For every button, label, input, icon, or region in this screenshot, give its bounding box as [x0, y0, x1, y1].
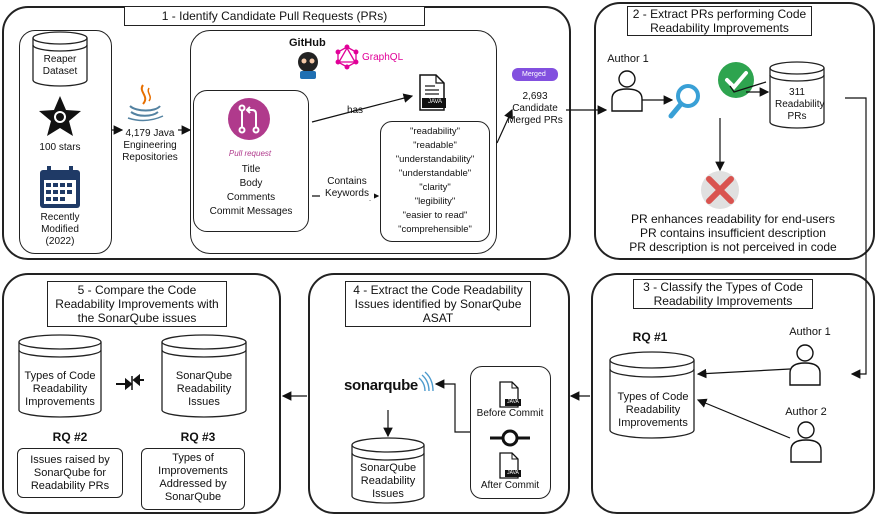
graphql-logo-text: GraphQL: [362, 52, 404, 63]
arrow-author1-to-rq1: [696, 368, 791, 379]
rq2-box: [17, 448, 123, 498]
stars-label: 100 stars: [39, 142, 81, 153]
exclusion-end-users: PR enhances readability for end-users: [630, 212, 836, 226]
star-icon: [39, 96, 81, 136]
arrow-author2-to-rq1: [696, 398, 791, 439]
after-commit-label: After Commit: [480, 480, 540, 491]
pr-field-title: Title: [241, 164, 261, 175]
readability-prs-cylinder: [769, 61, 825, 129]
github-logo-text: GitHub: [289, 37, 326, 49]
check-connector: [729, 81, 767, 93]
step5-title: 5 - Compare the Code Readability Improve…: [47, 281, 227, 327]
pr-field-body: Body: [239, 178, 263, 189]
calendar-icon: [40, 166, 80, 208]
has-label: has: [346, 105, 364, 116]
sonarqube-issues-label: SonarQube Readability Issues: [359, 462, 417, 500]
reaper-dataset-label: Reaper Dataset: [42, 54, 78, 77]
pr-field-comments: Comments: [226, 192, 276, 203]
cross-icon: [701, 171, 739, 209]
merged-badge-label: Merged: [522, 71, 546, 78]
keyword-comprehensible: "comprehensible": [398, 224, 472, 235]
arrow-step2-to-step3: [845, 97, 867, 379]
recently-modified-label: Recently Modified (2022): [40, 212, 80, 247]
step5-types-cylinder: [18, 334, 102, 418]
keyword-understandable: "understandable": [398, 168, 472, 179]
step1-title: 1 - Identify Candidate Pull Requests (PR…: [124, 6, 425, 26]
step3-title: 3 - Classify the Types of Code Readabili…: [633, 279, 813, 309]
after-file-java-label: JAVA: [507, 470, 519, 476]
step4-title-text: 4 - Extract the Code Readability Issues …: [353, 283, 523, 325]
before-commit-file-icon: [499, 381, 521, 408]
rq1-label: RQ #1: [632, 330, 668, 344]
keyword-clarity: "clarity": [419, 182, 451, 193]
search-icon: [668, 84, 700, 119]
pull-request-icon: [228, 98, 270, 140]
github-octocat-icon: [298, 52, 318, 79]
step3-author1-icon: [789, 344, 821, 386]
candidate-prs-label: 2,693 Candidate Merged PRs: [507, 91, 563, 126]
step5-sonarqube-cylinder: [161, 334, 247, 418]
keyword-easier-to-read: "easier to read": [402, 210, 468, 221]
step3-author2-icon: [790, 421, 822, 463]
keyword-legibility: "legibility": [414, 196, 456, 207]
keyword-readability: "readability": [409, 126, 461, 137]
java-icon: [127, 84, 164, 122]
step5-title-text: 5 - Compare the Code Readability Improve…: [55, 283, 219, 325]
rq2-label: RQ #2: [52, 430, 88, 444]
step3-author1-label: Author 1: [789, 326, 831, 338]
author1-person-icon: [611, 70, 643, 112]
exclusion-insufficient-description: PR contains insufficient description: [640, 226, 826, 240]
compare-arrows-icon: [116, 373, 144, 391]
step3-author2-label: Author 2: [785, 406, 827, 418]
before-commit-label: Before Commit: [476, 408, 544, 419]
sonarqube-logo-text: sonarqube: [344, 377, 418, 394]
pr-icon-caption: Pull request: [228, 149, 272, 158]
panel-step2: [594, 2, 875, 260]
author1-label: Author 1: [607, 53, 649, 65]
step2-title: 2 - Extract PRs performing Code Readabil…: [627, 6, 812, 36]
reaper-dataset-cylinder: [32, 31, 88, 87]
step4-title: 4 - Extract the Code Readability Issues …: [345, 281, 531, 327]
java-file-icon: [419, 74, 446, 111]
after-commit-file-icon: [499, 452, 521, 479]
rq1-cylinder-label: Types of Code Readability Improvements: [617, 391, 689, 429]
rq3-description: Types of Improvements Addressed by Sonar…: [158, 452, 228, 503]
rq2-description: Issues raised by SonarQube for Readabili…: [30, 454, 110, 492]
git-commit-icon: [490, 429, 530, 447]
keyword-understandability: "understandability": [395, 154, 475, 165]
merged-badge: [512, 68, 558, 81]
step5-types-label: Types of Code Readability Improvements: [24, 370, 96, 408]
sonarqube-issues-cylinder: [351, 437, 425, 504]
rq1-types-cylinder: [609, 351, 695, 439]
rq3-box: [141, 448, 245, 510]
step3-title-text: 3 - Classify the Types of Code Readabili…: [643, 280, 803, 308]
graphql-icon: [335, 44, 359, 70]
step2-title-text: 2 - Extract PRs performing Code Readabil…: [632, 7, 807, 35]
java-file-label: JAVA: [427, 99, 443, 105]
step1-title-text: 1 - Identify Candidate Pull Requests (PR…: [161, 9, 388, 23]
before-file-java-label: JAVA: [507, 399, 519, 405]
exclusion-not-in-code: PR description is not perceived in code: [629, 240, 837, 254]
readability-prs-label: 311 Readability PRs: [775, 87, 825, 122]
pr-field-commit-messages: Commit Messages: [209, 206, 293, 217]
keywords-box: [380, 121, 490, 242]
arrow-mining-to-candidates: [496, 108, 513, 144]
arrow-pr-has-java: [311, 93, 414, 123]
keyword-readable: "readable": [413, 140, 457, 151]
java-repos-label: 4,179 Java Engineering Repositories: [122, 128, 178, 163]
rq3-label: RQ #3: [180, 430, 216, 444]
sonarqube-wave-icon: [418, 371, 434, 392]
contains-keywords-label: Contains Keywords: [320, 176, 374, 200]
arrow-commits-to-sonarqube: [434, 379, 470, 433]
step5-sonarqube-label: SonarQube Readability Issues: [175, 370, 233, 408]
